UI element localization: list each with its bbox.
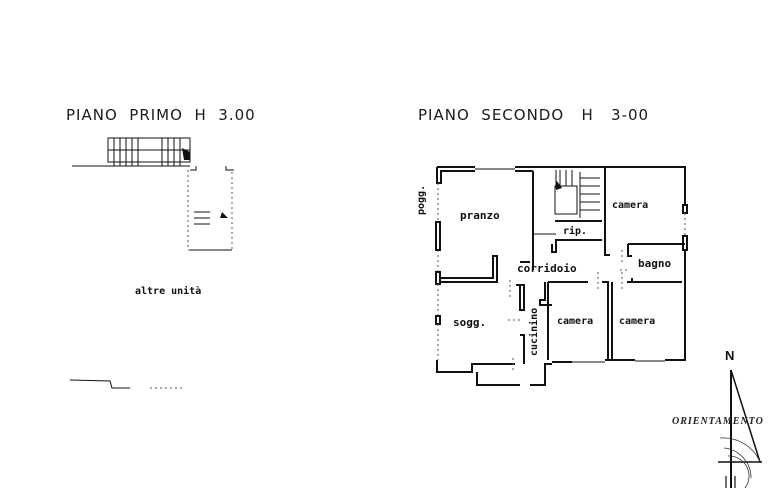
room-label-camera-east: camera bbox=[619, 316, 656, 327]
room-label-cucinino: cucinino bbox=[529, 307, 540, 356]
north-label: N bbox=[725, 348, 735, 363]
orientation-caption: ORIENTAMENTO bbox=[672, 416, 764, 427]
room-label-pogg: pogg. bbox=[416, 184, 427, 215]
north-arrow bbox=[718, 369, 762, 488]
room-label-pranzo: pranzo bbox=[460, 209, 500, 222]
first-floor-stair-fragment bbox=[69, 137, 234, 389]
room-label-altre-unita: altre unità bbox=[135, 286, 202, 297]
room-label-corridoio: corridoio bbox=[517, 262, 577, 275]
room-label-bagno: bagno bbox=[638, 257, 672, 270]
room-label-rip: rip. bbox=[563, 226, 588, 237]
second-floor-title: PIANO SECONDO H 3-00 bbox=[418, 106, 650, 124]
room-label-sogg: sogg. bbox=[453, 316, 487, 329]
room-label-camera-north: camera bbox=[612, 200, 649, 211]
second-floor-walls bbox=[435, 166, 688, 386]
first-floor-title: PIANO PRIMO H 3.00 bbox=[66, 106, 256, 124]
room-label-camera-center: camera bbox=[557, 316, 594, 327]
